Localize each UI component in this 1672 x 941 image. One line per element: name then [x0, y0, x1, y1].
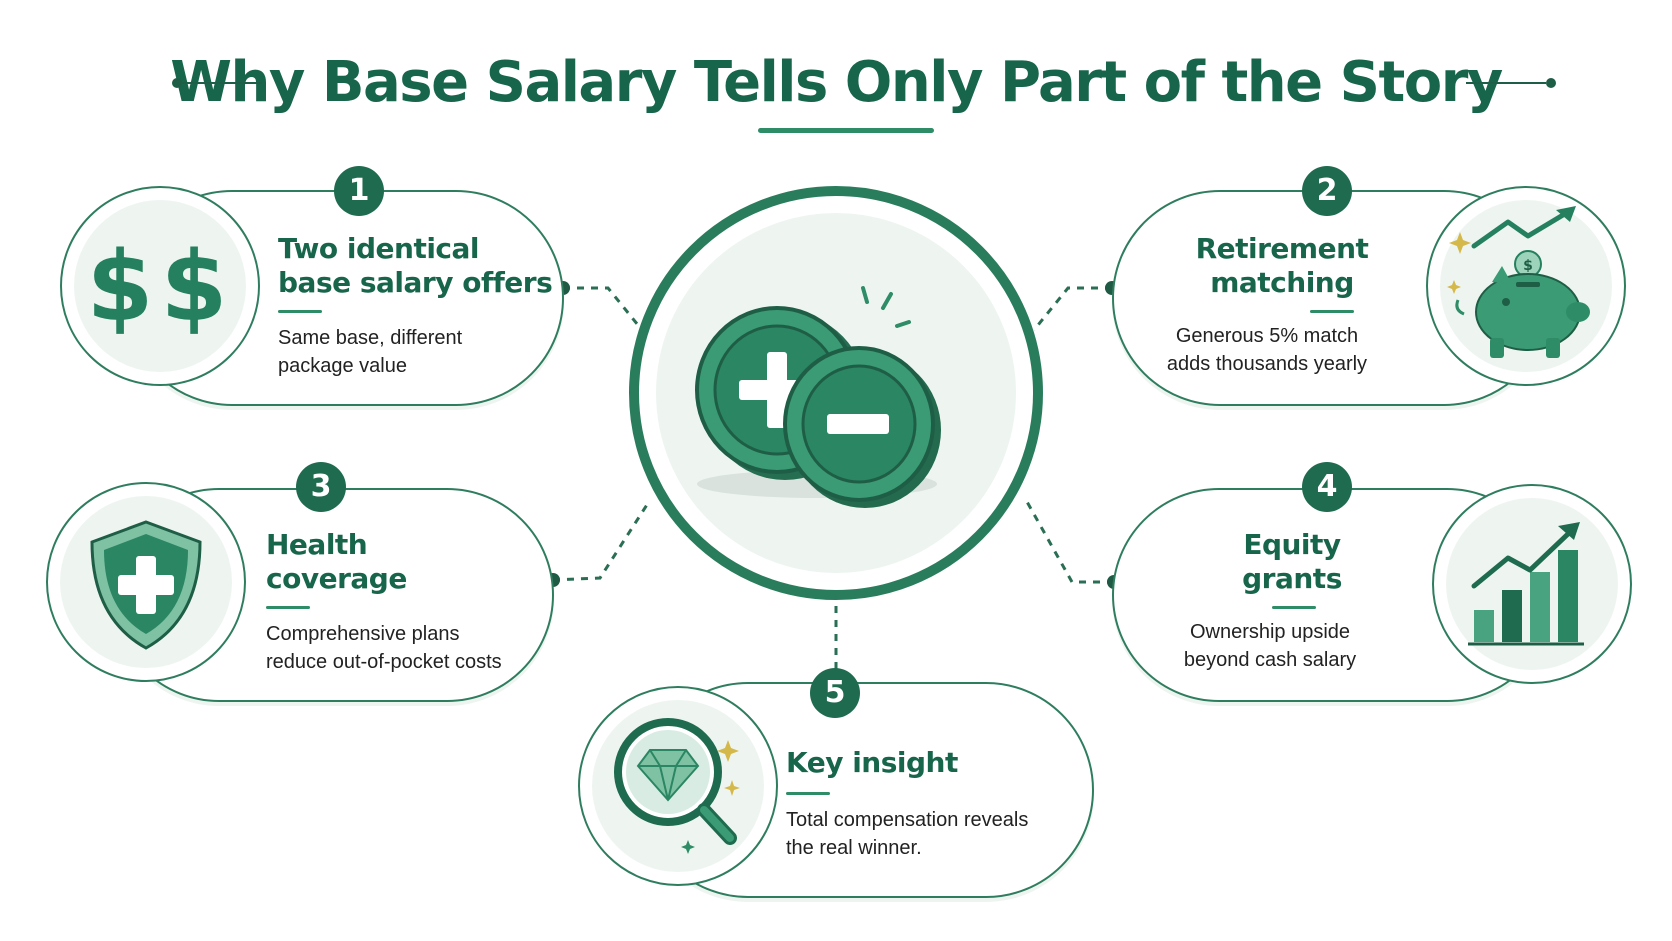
- card-1-title-line-2: base salary offers: [278, 266, 553, 299]
- card-5-title-line-1: Key insight: [786, 746, 958, 779]
- header: Why Base Salary Tells Only Part of the S…: [0, 38, 1672, 128]
- card-3-number-badge: 3: [296, 462, 346, 512]
- title-ornament-rule-right: [1466, 82, 1546, 84]
- plus-minus-coins-icon: [629, 186, 1043, 600]
- card-2-title-rule: [1310, 310, 1354, 313]
- card-2-desc-line-2: adds thousands yearly: [1166, 353, 1368, 375]
- card-3-description: Comprehensive plans reduce out-of-pocket…: [266, 620, 502, 676]
- card-2-description: Generous 5% match adds thousands yearly: [1142, 322, 1392, 378]
- card-2-icon-circle: $: [1426, 186, 1626, 386]
- card-4-title-line-1: Equity: [1243, 528, 1341, 561]
- connector-3: [552, 499, 652, 582]
- card-2-desc-line-1: Generous 5% match: [1175, 325, 1359, 347]
- card-3-icon-circle: [46, 482, 246, 682]
- card-5-desc-line-2: the real winner.: [786, 837, 922, 859]
- card-4-description: Ownership upside beyond cash salary: [1150, 618, 1390, 674]
- card-5-desc-line-1: Total compensation reveals: [786, 809, 1029, 831]
- magnifier-diamond-icon: [614, 718, 740, 854]
- card-4-title-rule: [1272, 606, 1316, 609]
- medical-shield-icon: [90, 520, 202, 650]
- card-3-desc-line-1: Comprehensive plans: [266, 623, 460, 645]
- card-1-title-rule: [278, 310, 322, 313]
- card-2-number-badge: 2: [1302, 166, 1352, 216]
- connector-1: [563, 286, 644, 331]
- card-4-title: Equity grants: [1142, 528, 1442, 596]
- card-5-description: Total compensation reveals the real winn…: [786, 806, 1028, 862]
- card-5-icon-circle: [578, 686, 778, 886]
- svg-text:$: $: [161, 231, 228, 343]
- card-4-title-line-2: grants: [1242, 562, 1342, 595]
- card-5-title: Key insight: [786, 746, 958, 780]
- page-title: Why Base Salary Tells Only Part of the S…: [170, 50, 1503, 115]
- card-4-desc-line-1: Ownership upside: [1189, 621, 1351, 643]
- svg-text:$: $: [1523, 258, 1533, 274]
- card-4-icon-circle: [1432, 484, 1632, 684]
- card-1-desc-line-1: Same base, different: [278, 327, 463, 349]
- card-2-title-line-2: matching: [1210, 266, 1354, 299]
- card-3-title: Health coverage: [266, 528, 407, 596]
- card-1-icon-circle: $ $: [60, 186, 260, 386]
- connector-4: [1024, 499, 1114, 584]
- card-1-number-badge: 1: [334, 166, 384, 216]
- card-4-number-badge: 4: [1302, 462, 1352, 512]
- center-coins-circle: [627, 184, 1045, 602]
- card-3-desc-line-2: reduce out-of-pocket costs: [266, 651, 502, 673]
- piggy-bank-icon: $: [1447, 206, 1590, 358]
- title-ornament-rule-left: [182, 82, 262, 84]
- card-1-title: Two identical base salary offers: [278, 232, 553, 300]
- svg-text:$: $: [87, 231, 154, 343]
- card-1-desc-line-2: package value: [278, 355, 407, 377]
- card-4-desc-line-2: beyond cash salary: [1183, 649, 1357, 671]
- title-ornament-dot-left: [172, 78, 182, 88]
- dollar-signs-icon: $ $: [87, 231, 228, 343]
- card-5-title-rule: [786, 792, 830, 795]
- card-2-title: Retirement matching: [1142, 232, 1422, 300]
- card-5-number-badge: 5: [810, 668, 860, 718]
- growth-chart-icon: [1468, 522, 1584, 646]
- card-3-title-line-2: coverage: [266, 562, 407, 595]
- card-3-title-rule: [266, 606, 310, 609]
- title-ornament-dot-right: [1546, 78, 1556, 88]
- card-1-title-line-1: Two identical: [278, 232, 480, 265]
- card-2-title-line-1: Retirement: [1195, 232, 1369, 265]
- connector-2: [1032, 286, 1112, 331]
- title-underline: [758, 128, 934, 133]
- card-1-description: Same base, different package value: [278, 324, 462, 380]
- card-3-title-line-1: Health: [266, 528, 368, 561]
